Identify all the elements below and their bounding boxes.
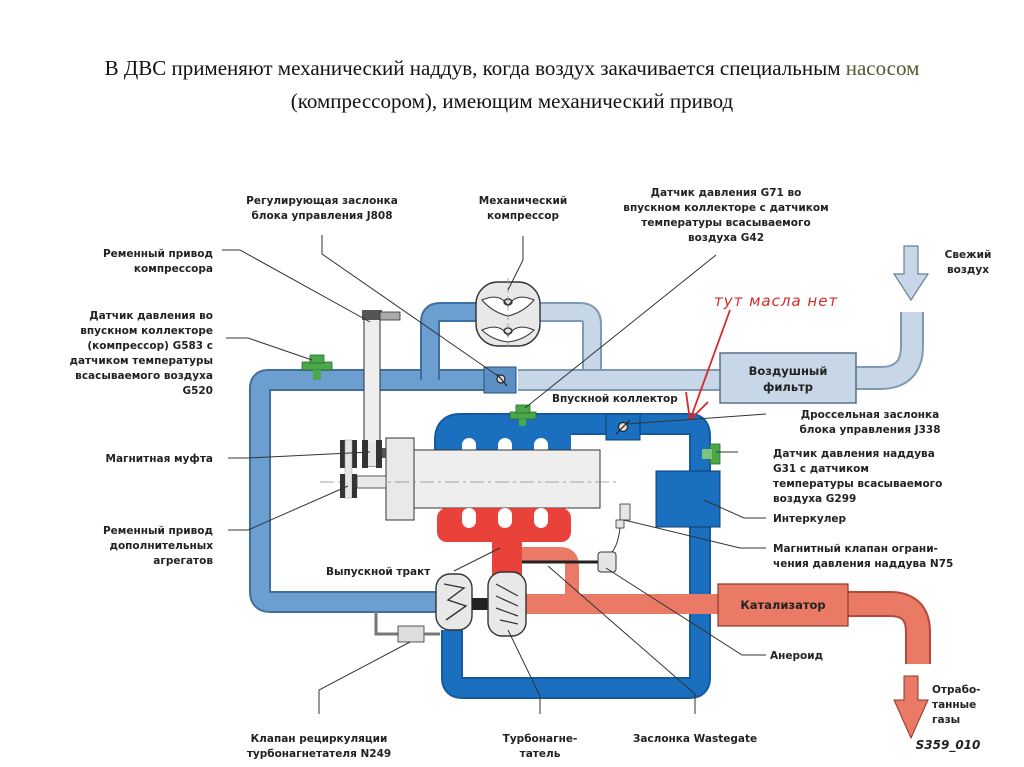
solenoid-valve-n75 <box>611 503 631 553</box>
label-g71-4: воздуха G42 <box>688 232 764 244</box>
title-line1: В ДВС применяют механический наддув, ког… <box>104 56 920 80</box>
label-g31-2: G31 с датчиком <box>773 463 869 475</box>
regulating-flap-j808 <box>483 366 517 394</box>
label-throttle-2: блока управления J338 <box>799 424 940 436</box>
label-fresh-air-2: воздух <box>947 264 989 276</box>
label-g31-1: Датчик давления наддува <box>773 448 935 460</box>
intercooler <box>655 470 721 528</box>
fresh-air-arrow-icon <box>892 245 930 302</box>
mechanical-compressor <box>475 278 541 350</box>
label-g71-2: впускном коллекторе с датчиком <box>623 202 828 214</box>
catalyst-label: Катализатор <box>740 598 825 612</box>
label-regulating-flap-1: Регулирующая заслонка <box>246 195 398 207</box>
label-g583-6: G520 <box>182 385 213 397</box>
label-belt-aux-3: агрегатов <box>153 555 213 567</box>
label-g71-1: Датчик давления G71 во <box>651 187 802 199</box>
sensor-g71 <box>509 404 537 426</box>
label-n75-1: Магнитный клапан ограни- <box>773 543 938 555</box>
label-belt-compressor-2: компрессора <box>134 263 213 275</box>
exhaust-gas-arrow-icon <box>893 675 929 740</box>
sensor-g31 <box>702 443 721 465</box>
label-n75-2: чения давления наддува N75 <box>773 558 953 570</box>
slide-title: В ДВС применяют механический наддув, ког… <box>0 52 1024 118</box>
label-turbocharger-1: Турбонагне- <box>503 733 578 745</box>
throttle-j338 <box>605 413 641 441</box>
label-exhaust-gases-1: Отрабо- <box>932 684 981 696</box>
label-g71-3: температуры всасываемого <box>641 217 810 229</box>
title-line2: (компрессором), имеющим механический при… <box>290 89 734 113</box>
label-aneroid: Анероид <box>770 650 823 662</box>
label-turbocharger-2: татель <box>520 748 561 760</box>
label-regulating-flap-2: блока управления J808 <box>251 210 392 222</box>
compressor-intake-loop <box>249 302 722 613</box>
title-accent-word: насосом <box>845 56 920 80</box>
annotation-arrow-icon <box>685 309 731 421</box>
annotation-note: тут масла нет <box>714 292 838 310</box>
label-n249-2: турбонагнетателя N249 <box>247 748 391 760</box>
label-throttle-1: Дроссельная заслонка <box>801 409 940 421</box>
label-g31-3: температуры всасываемого <box>773 478 942 490</box>
air-filter <box>719 352 857 404</box>
label-mech-compressor-1: Механический <box>479 195 567 207</box>
label-g583-4: датчиком температуры <box>69 355 213 367</box>
label-g583-3: (компрессор) G583 с <box>87 340 213 352</box>
label-exhaust-tract: Выпускной тракт <box>326 566 431 578</box>
label-mech-compressor-2: компрессор <box>487 210 559 222</box>
fresh-air-pipe <box>856 312 924 390</box>
intake-manifold <box>434 413 711 699</box>
label-belt-aux-2: дополнительных <box>109 540 213 552</box>
label-wastegate: Заслонка Wastegate <box>633 733 757 745</box>
figure-code: S359_010 <box>916 738 981 753</box>
label-g31-4: воздуха G299 <box>773 493 856 505</box>
label-g583-1: Датчик давления во <box>89 310 213 322</box>
label-fresh-air-1: Свежий <box>945 249 992 261</box>
exhaust-pipe <box>520 591 931 664</box>
magnetic-clutch <box>362 440 386 468</box>
leader-lines <box>222 235 767 714</box>
label-belt-aux-1: Ременный привод <box>103 525 213 537</box>
label-g583-2: впускном коллекторе <box>80 325 213 337</box>
label-n249-1: Клапан рециркуляции <box>251 733 388 745</box>
label-exhaust-gases-3: газы <box>932 714 960 726</box>
turbocharger <box>435 571 527 637</box>
engine-block <box>320 437 616 521</box>
air-filter-label-1: Воздушный <box>749 364 828 378</box>
recirc-valve-n249 <box>374 612 440 643</box>
aux-belt-drive <box>340 439 387 499</box>
label-g583-5: всасываемого воздуха <box>75 370 213 382</box>
label-intercooler: Интеркулер <box>773 513 847 525</box>
aneroid <box>597 551 617 573</box>
label-belt-compressor-1: Ременный привод <box>103 248 213 260</box>
label-intake-manifold: Впускной коллектор <box>552 393 678 405</box>
label-magnetic-clutch: Магнитная муфта <box>106 453 213 465</box>
catalyst <box>717 583 849 627</box>
label-exhaust-gases-2: танные <box>932 699 976 711</box>
air-filter-label-2: фильтр <box>763 380 813 394</box>
